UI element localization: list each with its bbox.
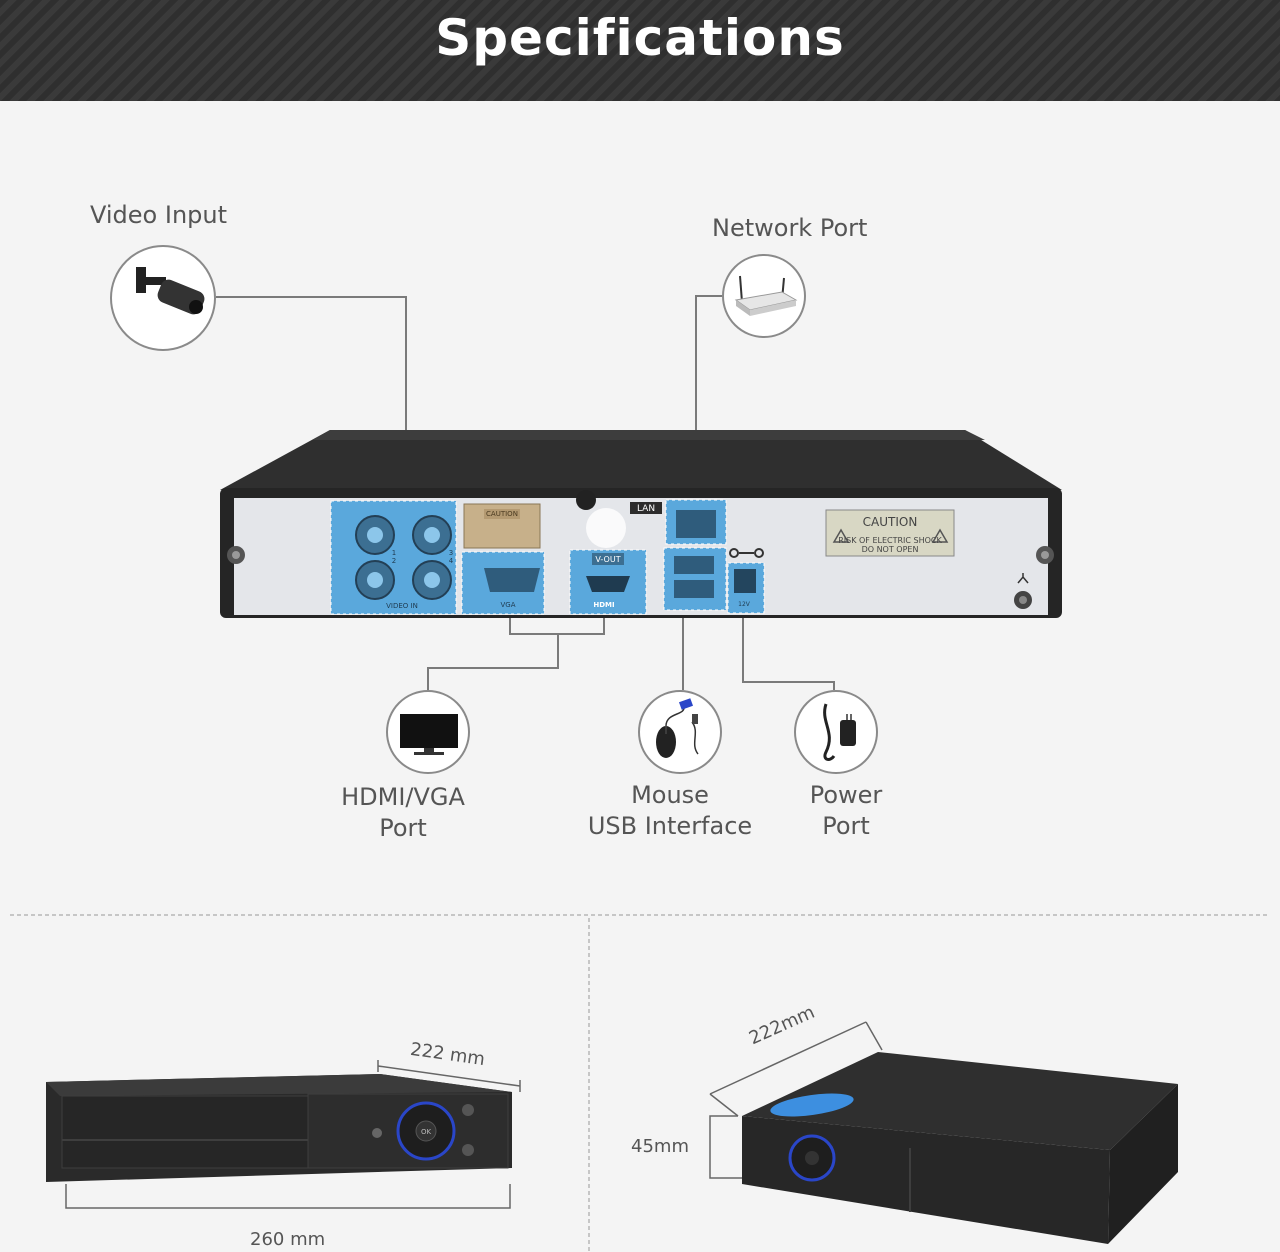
mouse-usb-label-line1: Mouse bbox=[631, 781, 709, 809]
security-camera-icon bbox=[136, 267, 205, 315]
channel-1-text: 1 bbox=[392, 549, 396, 557]
channel-4-text: 4 bbox=[449, 557, 454, 565]
caution-line2: DO NOT OPEN bbox=[862, 545, 919, 554]
dvr-top-face bbox=[220, 430, 1062, 490]
hdmi-vga-label-line1: HDMI/VGA bbox=[341, 783, 465, 811]
width-dimension-label: 260 mm bbox=[250, 1229, 326, 1250]
small-caution-text: CAUTION bbox=[486, 510, 518, 518]
camera-icon-circle bbox=[110, 245, 216, 351]
lan-text: LAN bbox=[637, 504, 655, 514]
network-port-label: Network Port bbox=[712, 214, 868, 242]
monitor-icon-circle bbox=[386, 690, 470, 774]
power-port-label: Power Port bbox=[778, 780, 914, 842]
dimension-lines-right bbox=[709, 1021, 883, 1179]
caution-line1: RISK OF ELECTRIC SHOCK bbox=[838, 536, 942, 545]
monitor-icon bbox=[400, 714, 458, 755]
video-input-label: Video Input bbox=[90, 201, 228, 229]
dc-text: 12V bbox=[738, 601, 751, 608]
channel-3-text: 3 bbox=[449, 549, 453, 557]
power-adapter-icon bbox=[823, 703, 856, 761]
dvr-front-view bbox=[46, 1074, 512, 1182]
channel-2-text: 2 bbox=[392, 557, 396, 565]
power-adapter-icon-circle bbox=[794, 690, 878, 774]
hdmi-vga-label-line2: Port bbox=[379, 814, 427, 842]
power-port-label-line1: Power bbox=[809, 781, 883, 809]
hdmi-vga-label: HDMI/VGA Port bbox=[318, 782, 488, 844]
mouse-usb-label: Mouse USB Interface bbox=[572, 780, 768, 842]
caution-label bbox=[825, 509, 955, 557]
page-title: Specifications bbox=[435, 8, 845, 67]
router-icon-circle bbox=[722, 254, 806, 338]
mouse-icon-circle bbox=[638, 690, 722, 774]
header-banner: Specifications bbox=[0, 0, 1280, 101]
dimension-lines-left bbox=[65, 1060, 521, 1209]
mouse-usb-label-line2: USB Interface bbox=[587, 812, 753, 840]
power-port-label-line2: Port bbox=[822, 812, 870, 840]
ok-button-text: OK bbox=[421, 1128, 432, 1136]
dvr-perspective-view bbox=[742, 1052, 1178, 1244]
router-icon bbox=[734, 275, 798, 316]
height-dimension-label: 45mm bbox=[631, 1136, 689, 1157]
video-in-text: VIDEO IN bbox=[386, 602, 418, 610]
vout-text: V-OUT bbox=[595, 555, 620, 564]
hdmi-text: HDMI bbox=[593, 601, 614, 609]
caution-title: CAUTION bbox=[863, 515, 918, 529]
mouse-icon bbox=[656, 698, 699, 758]
vga-text: VGA bbox=[500, 601, 515, 609]
